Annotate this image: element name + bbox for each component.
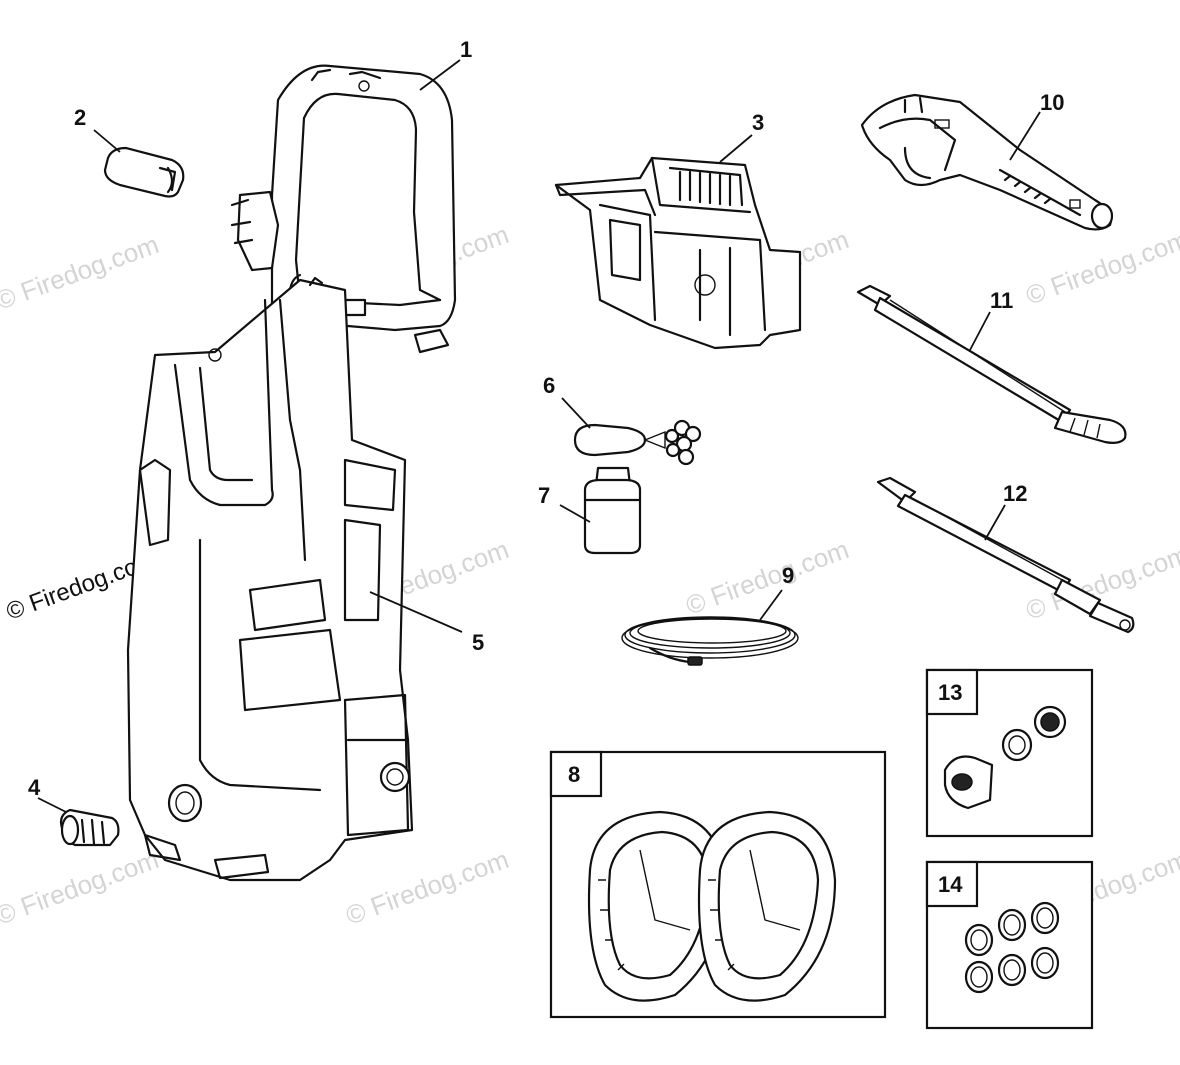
callout-1: 1 bbox=[460, 37, 472, 62]
callout-9: 9 bbox=[782, 563, 794, 588]
leader-lines bbox=[37, 59, 1041, 813]
callout-5: 5 bbox=[472, 630, 484, 655]
callout-4: 4 bbox=[28, 775, 41, 800]
callout-3: 3 bbox=[752, 110, 764, 135]
watermark-text: © Firedog.com bbox=[682, 534, 853, 621]
part-4-nozzle bbox=[59, 808, 120, 847]
callout-2: 2 bbox=[74, 105, 86, 130]
box-13-kit bbox=[925, 668, 1094, 838]
part-10-spray-gun bbox=[860, 93, 1114, 231]
box-14-orings bbox=[925, 860, 1094, 1030]
watermark-text: © Firedog.com bbox=[342, 844, 513, 931]
callout-11: 11 bbox=[990, 288, 1013, 313]
callout-numbers: 1 2 3 4 5 6 7 8 9 10 11 12 13 14 bbox=[28, 37, 1064, 897]
part-1-handle bbox=[230, 64, 457, 354]
box-8-wheels bbox=[549, 750, 887, 1019]
part-3-bracket bbox=[554, 156, 802, 350]
part-2-hook bbox=[103, 146, 185, 198]
callout-12: 12 bbox=[1003, 481, 1027, 506]
watermark-text: © Firedog.com bbox=[1022, 224, 1180, 311]
watermark-text: © Firedog.com bbox=[0, 844, 163, 931]
callout-6: 6 bbox=[543, 373, 555, 398]
part-6-spray-nozzle bbox=[573, 419, 702, 466]
part-12-wand bbox=[876, 476, 1135, 634]
callout-7: 7 bbox=[538, 483, 550, 508]
part-11-wand bbox=[856, 284, 1127, 444]
part-5-housing bbox=[126, 276, 414, 882]
watermark-text: © Firedog.com bbox=[0, 229, 163, 316]
callout-8: 8 bbox=[568, 762, 580, 787]
callout-10: 10 bbox=[1040, 90, 1064, 115]
callout-14: 14 bbox=[938, 872, 963, 897]
part-7-bottle bbox=[583, 466, 642, 555]
part-9-hose bbox=[621, 616, 799, 666]
callout-13: 13 bbox=[938, 680, 962, 705]
